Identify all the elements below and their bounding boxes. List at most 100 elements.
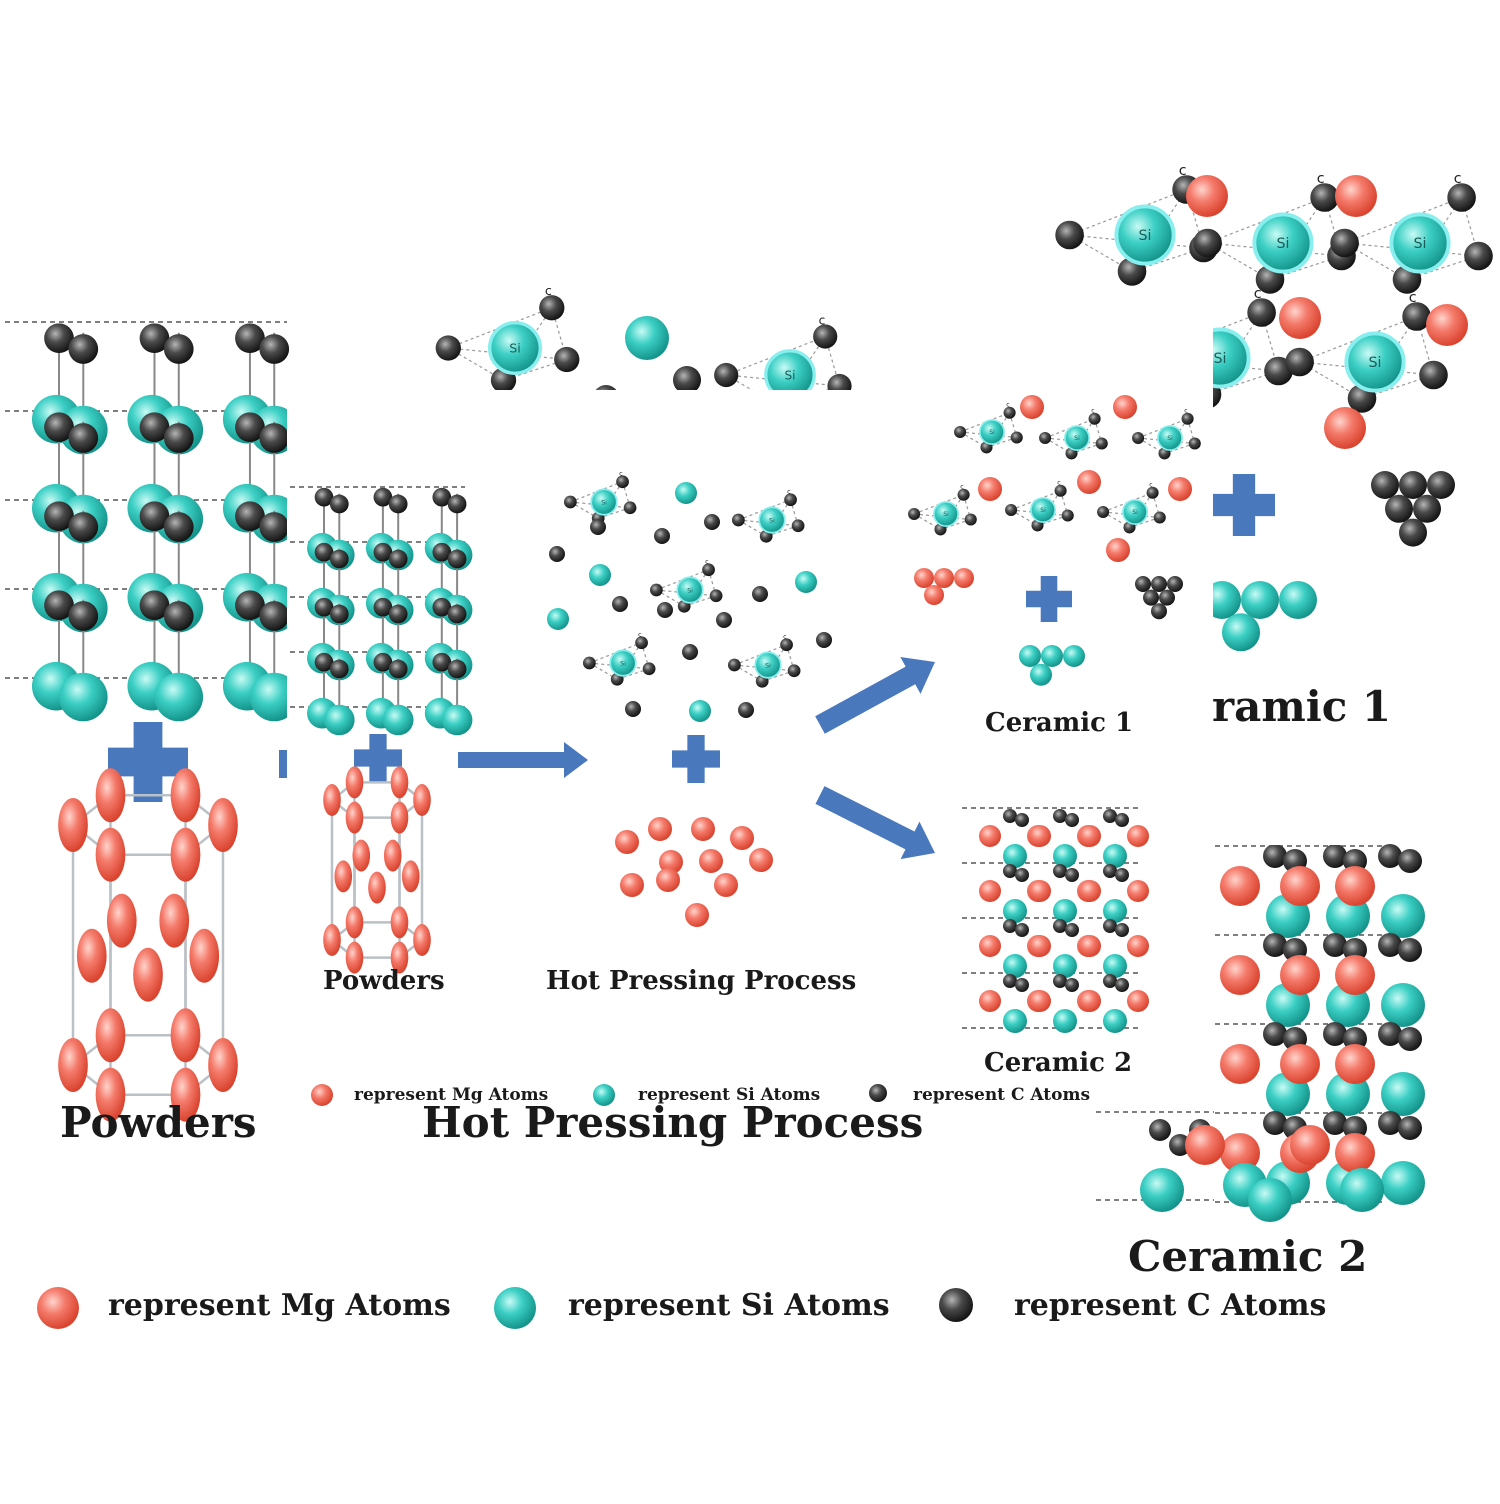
- mg-atom: [699, 849, 723, 873]
- c-atom: [657, 602, 673, 618]
- c-atom-label: c: [1454, 171, 1462, 187]
- mg-atom: [1220, 1133, 1260, 1173]
- c-atom: [1115, 978, 1129, 992]
- c-atom: [716, 612, 732, 628]
- si-atom: [1391, 214, 1449, 272]
- c-atom: [1103, 974, 1117, 988]
- c-atom: [388, 659, 408, 679]
- c-atom: [1330, 228, 1359, 258]
- c-atom: [1065, 923, 1079, 937]
- mg-atom: [401, 860, 420, 893]
- mg-atom: [1168, 477, 1192, 501]
- c-atom: [1097, 505, 1110, 519]
- c-atom: [447, 604, 467, 624]
- c-atom: [432, 652, 452, 672]
- mg-atom: [345, 801, 364, 834]
- si-atom-label: Si: [1040, 507, 1046, 514]
- mg-atom: [924, 585, 944, 605]
- si-atom: [610, 650, 636, 676]
- c-atom-label: c: [1006, 402, 1009, 409]
- si-atom: [755, 652, 781, 678]
- mg-atom: [979, 990, 1001, 1012]
- c-atom: [139, 412, 170, 443]
- si-atom: [1064, 425, 1090, 451]
- c-atom: [1263, 933, 1287, 957]
- c-atom: [1061, 509, 1074, 522]
- c-atom: [649, 583, 663, 597]
- c-atom: [1115, 868, 1129, 882]
- c-atom: [259, 423, 290, 453]
- mg-atom: [934, 568, 954, 588]
- tetra-edge: [1009, 412, 1018, 438]
- c-atom: [1149, 1119, 1171, 1141]
- si-atom: [1340, 1168, 1384, 1212]
- si-atom-label: Si: [687, 586, 693, 594]
- si-atom: [1041, 645, 1063, 667]
- c-atom: [373, 652, 393, 672]
- c-atom: [447, 494, 467, 514]
- c-atom: [1193, 228, 1222, 258]
- legend-large-si-atom: [494, 1287, 536, 1329]
- mg-atom: [1335, 1133, 1375, 1173]
- mg-atom: [749, 848, 773, 872]
- c-atom: [1464, 241, 1493, 271]
- mg-atom: [954, 568, 974, 588]
- c-atom: [432, 597, 452, 617]
- c-atom: [1088, 412, 1101, 425]
- c-atom: [964, 513, 977, 526]
- c-atom: [957, 488, 970, 501]
- c-atom: [314, 542, 334, 562]
- mg-atom: [345, 766, 364, 799]
- c-atom-label: c: [960, 484, 963, 491]
- mg-atom: [159, 893, 190, 948]
- c-atom: [709, 589, 723, 603]
- c-atom: [1065, 978, 1079, 992]
- plus-fragment-icon: [279, 750, 287, 778]
- c-atom: [702, 563, 715, 577]
- c-atom: [388, 604, 408, 624]
- c-atom: [714, 362, 739, 388]
- c-atom-label: c: [638, 630, 642, 638]
- mg-atom: [1029, 825, 1051, 847]
- c-atom: [1413, 494, 1441, 523]
- si-atom: [1381, 983, 1425, 1027]
- si-atom: [1381, 1072, 1425, 1116]
- c-atom: [1159, 589, 1175, 606]
- si-atom-label: Si: [1368, 355, 1381, 371]
- c-atom: [1151, 576, 1167, 592]
- si-atom-label: Si: [784, 368, 795, 382]
- si-atom: [1222, 613, 1260, 652]
- c-atom: [1103, 919, 1117, 933]
- c-atom: [780, 638, 793, 652]
- c-atom: [163, 512, 194, 542]
- legend-small-si-text: represent Si Atoms: [638, 1085, 821, 1105]
- tetra-edge: [778, 336, 826, 407]
- mg-atom: [413, 784, 431, 816]
- mg-atom: [390, 941, 409, 974]
- mg-atom: [352, 839, 371, 872]
- mg-atom: [58, 1038, 88, 1092]
- tetra-edge: [1152, 492, 1161, 518]
- mg-atom: [1127, 880, 1149, 902]
- c-atom: [1181, 412, 1194, 425]
- c-atom: [1015, 978, 1029, 992]
- si-atom: [1122, 499, 1148, 525]
- mg-atom: [1220, 866, 1260, 906]
- si-atom-label: Si: [601, 498, 607, 506]
- c-atom: [329, 494, 349, 514]
- mg-atom: [1106, 538, 1130, 562]
- c-atom: [1065, 868, 1079, 882]
- c-atom: [1103, 809, 1117, 823]
- si-atom: [1103, 844, 1127, 868]
- mg-atom: [1029, 935, 1051, 957]
- mg-atom: [1020, 395, 1044, 419]
- c-atom: [1153, 511, 1166, 524]
- c-atom: [539, 295, 565, 321]
- mg-atom: [1079, 825, 1101, 847]
- mg-atom: [95, 768, 126, 823]
- tetra-edge: [621, 481, 631, 508]
- ceramic-1-label-small: Ceramic 1: [985, 708, 1134, 738]
- mg-atom: [1079, 990, 1101, 1012]
- c-atom-label: c: [1057, 480, 1060, 487]
